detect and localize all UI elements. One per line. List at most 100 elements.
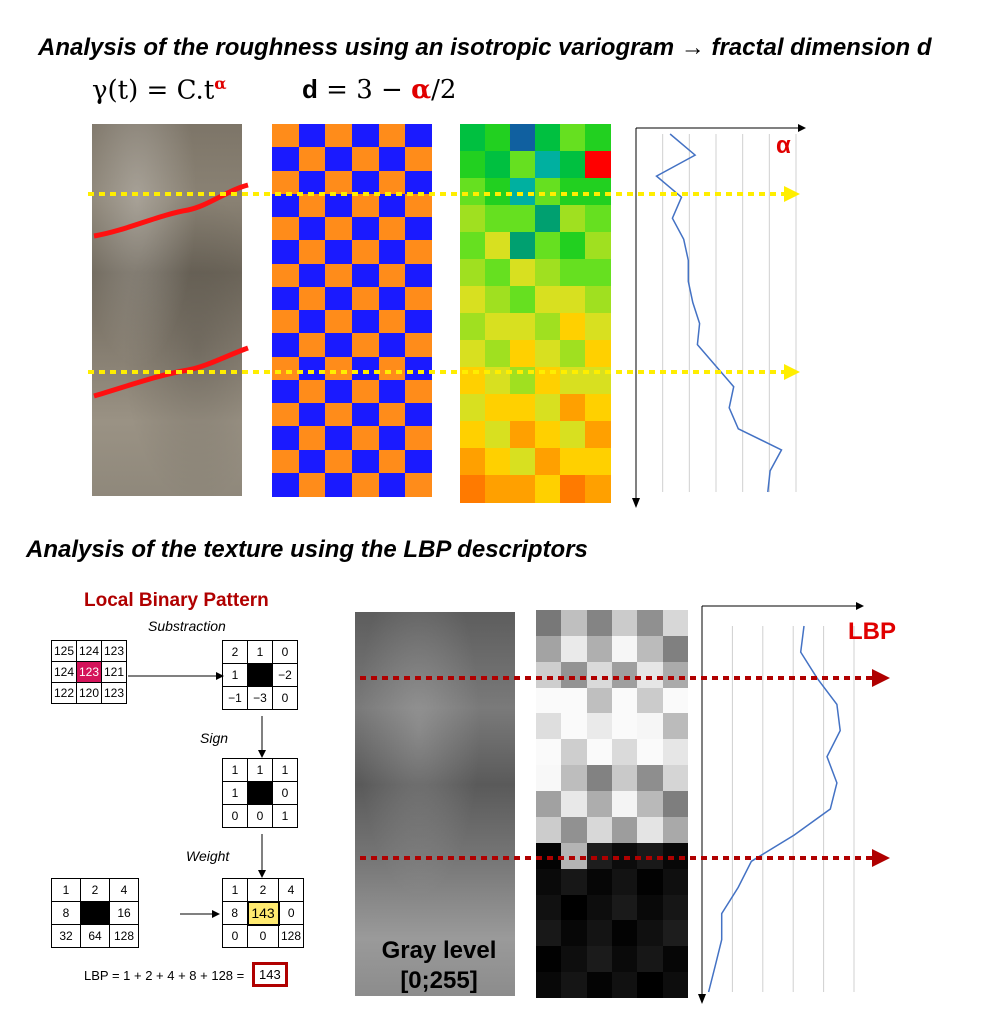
lbp-map-cell xyxy=(561,842,588,870)
checker-cell xyxy=(325,449,353,474)
heatmap-cell xyxy=(460,124,486,152)
cell: 121 xyxy=(101,661,127,683)
checker-cell xyxy=(378,403,406,427)
lbp-map-cell xyxy=(612,713,638,740)
lbp-map-cell xyxy=(612,894,638,921)
checker-cell xyxy=(352,240,380,264)
checker-cell xyxy=(272,426,300,450)
checker-cell xyxy=(298,310,326,334)
cell: 128 xyxy=(278,924,304,948)
cell: 0 xyxy=(272,781,298,805)
checker-cell xyxy=(378,193,406,218)
crack-line-top xyxy=(93,182,249,239)
d-symbol: d xyxy=(302,74,318,104)
checker-cell xyxy=(405,472,433,497)
lbp-map-cell xyxy=(637,661,664,689)
cell: 120 xyxy=(76,682,102,704)
checker-cell xyxy=(405,147,433,171)
lbp-map-cell xyxy=(536,868,562,896)
variogram-eq-text: γ(t) = C.t xyxy=(92,75,215,106)
checker-cell xyxy=(272,286,300,311)
lbp-map-cell xyxy=(612,868,638,896)
lbp-map-cell xyxy=(536,687,562,714)
heatmap-cell xyxy=(535,448,561,476)
lbp-chart-label: LBP xyxy=(848,618,896,645)
lbp-map-cell xyxy=(612,920,638,947)
checker-cell xyxy=(325,170,353,195)
heatmap-cell xyxy=(460,394,486,422)
lbp-map-cell xyxy=(586,610,613,637)
lbp-map-cell xyxy=(612,739,638,766)
checker-cell xyxy=(352,403,380,427)
checker-cell xyxy=(378,333,406,357)
lbp-map-cell xyxy=(586,816,613,844)
heatmap-cell xyxy=(535,178,561,206)
cell: 4 xyxy=(109,878,139,902)
heatmap-cell xyxy=(585,421,611,449)
lbp-map-cell xyxy=(662,765,689,792)
checker-cell xyxy=(272,310,300,334)
heatmap-cell xyxy=(535,124,561,152)
lbp-map-cell xyxy=(586,920,613,947)
alpha-label: α xyxy=(776,132,791,159)
cell: 0 xyxy=(278,901,304,925)
cell: −2 xyxy=(272,663,298,687)
checker-cell xyxy=(405,170,433,195)
checker-cell xyxy=(352,170,380,195)
heatmap-cell xyxy=(510,340,536,368)
checker-cell xyxy=(405,310,433,334)
heatmap-cell xyxy=(485,205,511,233)
lbp-map-cell xyxy=(662,972,689,999)
heatmap-cell xyxy=(510,151,536,179)
checker-cell xyxy=(272,170,300,195)
heatmap-cell xyxy=(460,178,486,206)
checker-cell xyxy=(352,310,380,334)
heatmap-cell xyxy=(535,313,561,341)
lbp-map-cell xyxy=(637,868,664,896)
checker-cell xyxy=(298,263,326,288)
heatmap-cell xyxy=(485,394,511,422)
lbp-map-cell xyxy=(637,687,664,714)
yellow-arrows xyxy=(88,186,800,380)
checker-cell xyxy=(405,449,433,474)
lbp-heading: Local Binary Pattern xyxy=(84,590,269,611)
heatmap-cell xyxy=(560,124,586,152)
lbp-map-cell xyxy=(536,765,562,792)
checker-cell xyxy=(378,449,406,474)
checker-cell xyxy=(352,193,380,218)
heatmap-cell xyxy=(510,448,536,476)
checker-cell xyxy=(378,356,406,381)
checker-cell xyxy=(352,333,380,357)
checker-cell xyxy=(352,286,380,311)
checkerboard-grid xyxy=(272,124,433,497)
lbp-map-cell xyxy=(561,635,588,663)
lbp-map-cell xyxy=(662,842,689,870)
checker-cell xyxy=(378,147,406,171)
checker-cell xyxy=(272,356,300,381)
lbp-formula-result: 143 xyxy=(252,962,288,987)
lbp-map-cell xyxy=(586,894,613,921)
heatmap-cell xyxy=(560,340,586,368)
checker-cell xyxy=(298,356,326,381)
heatmap-cell xyxy=(510,259,536,287)
checker-cell xyxy=(272,240,300,264)
lbp-map-cell xyxy=(662,661,689,689)
lbp-map-cell xyxy=(662,610,689,637)
heatmap-cell xyxy=(510,286,536,314)
lbp-profile-line xyxy=(707,625,841,993)
substraction-label: Substraction xyxy=(148,618,226,634)
heatmap-cell xyxy=(535,151,561,179)
checker-cell xyxy=(325,379,353,404)
lbp-map-cell xyxy=(586,791,613,818)
weight-label: Weight xyxy=(186,848,230,864)
lbp-map-cell xyxy=(561,868,588,896)
gray-level-label-line1: Gray level xyxy=(381,937,497,964)
eq2-tail: /2 xyxy=(431,75,457,105)
rock-surface-photo xyxy=(92,124,242,496)
heatmap-cell xyxy=(560,259,586,287)
darkred-arrows xyxy=(360,669,890,867)
lbp-map-cell xyxy=(662,791,689,818)
cell: 122 xyxy=(51,682,77,704)
